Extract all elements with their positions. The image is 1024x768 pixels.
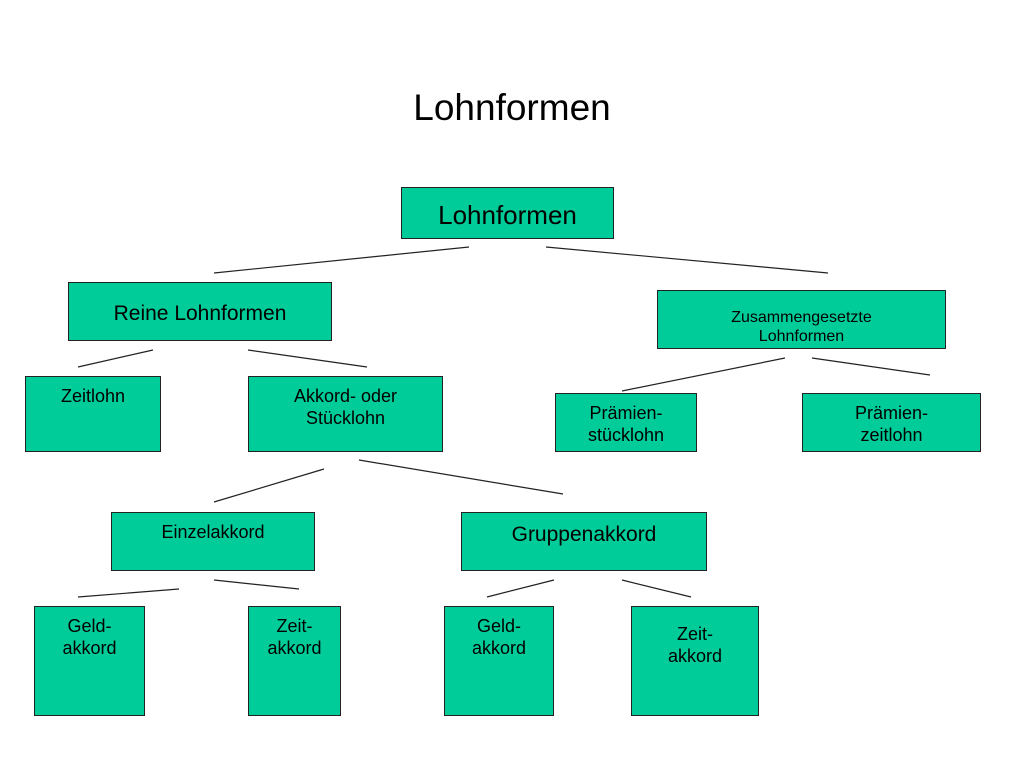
node-gruppe-zeitakkord: Zeit- akkord: [631, 606, 759, 716]
node-reine-lohnformen: Reine Lohnformen: [68, 282, 332, 341]
connector-akkord-einzelakkord: [213, 468, 325, 503]
connector-akkord-gruppenakkord: [358, 459, 564, 495]
node-gruppenakkord: Gruppenakkord: [461, 512, 707, 571]
node-gruppe-geldakkord: Geld- akkord: [444, 606, 554, 716]
connector-gruppenakkord-zeit: [621, 579, 692, 598]
connector-gruppenakkord-geld: [486, 579, 555, 598]
node-zusammengesetzte-lohnformen: Zusammengesetzte Lohnformen: [657, 290, 946, 349]
node-zeitlohn: Zeitlohn: [25, 376, 161, 452]
connector-einzelakkord-geld: [77, 588, 180, 598]
connector-root-reine: [213, 246, 470, 274]
node-label: Zusammengesetzte Lohnformen: [731, 309, 872, 346]
node-label: Gruppenakkord: [511, 523, 657, 546]
node-label: Prämien- zeitlohn: [854, 403, 929, 445]
node-label: Zeitlohn: [60, 386, 126, 406]
node-einzel-zeitakkord: Zeit- akkord: [248, 606, 341, 716]
node-label: Akkord- oder Stücklohn: [293, 386, 398, 428]
connector-reine-zeitlohn: [77, 349, 154, 368]
node-label: Lohnformen: [438, 200, 577, 230]
node-einzelakkord: Einzelakkord: [111, 512, 315, 571]
node-label: Prämien- stücklohn: [587, 403, 665, 445]
node-label: Einzelakkord: [161, 522, 265, 542]
node-praemien-stuecklohn: Prämien- stücklohn: [555, 393, 697, 452]
node-label: Geld- akkord: [62, 616, 117, 658]
connector-root-zusammengesetzte: [545, 246, 829, 274]
node-lohnformen-root: Lohnformen: [401, 187, 614, 239]
node-label: Zeit- akkord: [667, 624, 723, 666]
node-label: Reine Lohnformen: [113, 302, 287, 325]
node-einzel-geldakkord: Geld- akkord: [34, 606, 145, 716]
connector-reine-akkord: [247, 349, 368, 368]
node-praemien-zeitlohn: Prämien- zeitlohn: [802, 393, 981, 452]
connector-zusammengesetzte-praemien-stueck: [621, 357, 786, 392]
node-label: Geld- akkord: [471, 616, 527, 658]
connector-einzelakkord-zeit: [213, 579, 300, 590]
page-title: Lohnformen: [413, 87, 611, 128]
node-akkord-stuecklohn: Akkord- oder Stücklohn: [248, 376, 443, 452]
node-label: Zeit- akkord: [267, 616, 322, 658]
connector-zusammengesetzte-praemien-zeit: [811, 357, 931, 376]
